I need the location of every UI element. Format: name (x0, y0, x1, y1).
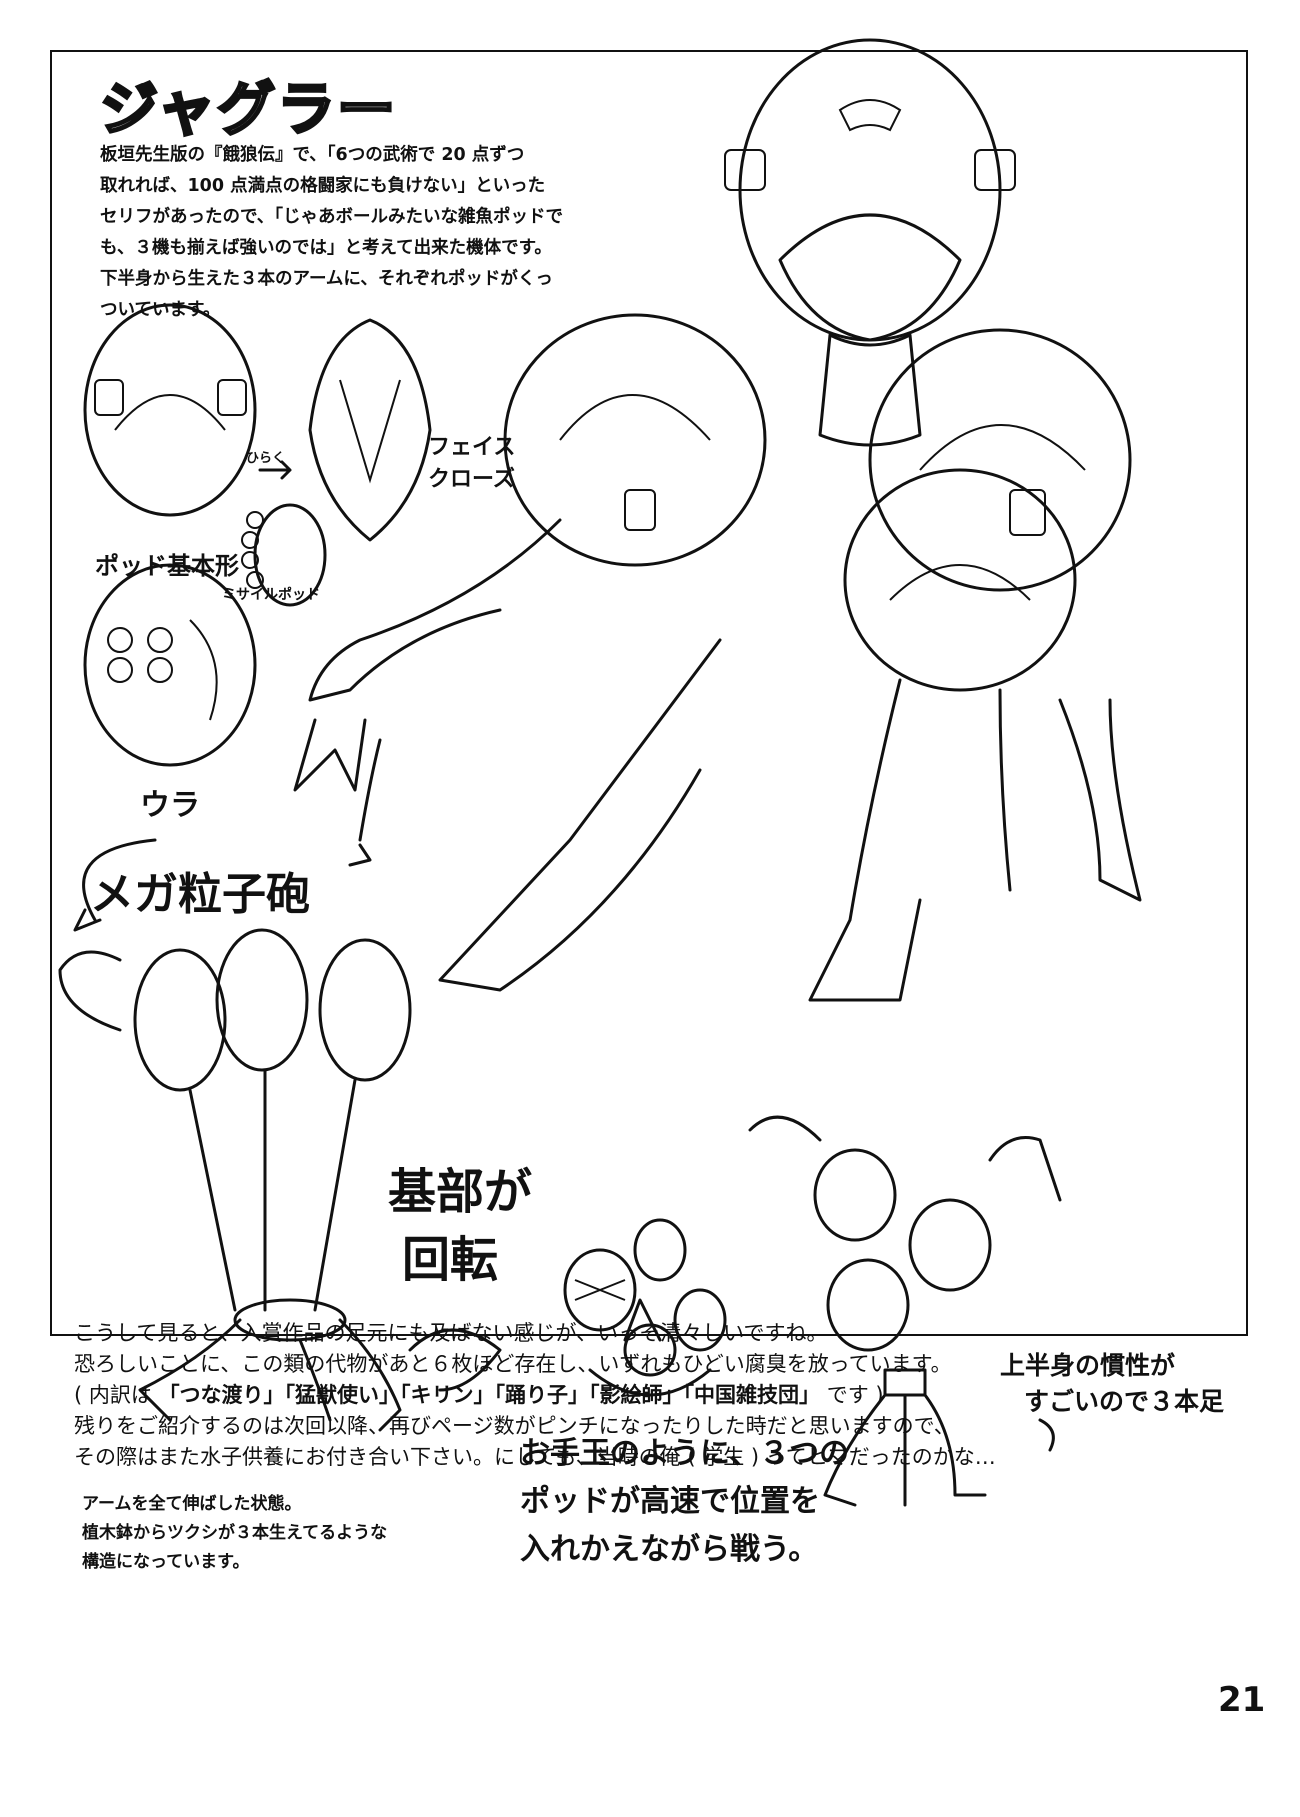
label-juggle: お手玉のように、３つの ポッドが高速で位置を 入れかえながら戦う。 (520, 1430, 849, 1574)
label-juggle-line: ポッドが高速で位置を (520, 1484, 820, 1519)
label-missile-pod: ミサイルポッド (222, 587, 320, 603)
label-inertia: 上半身の慣性が すごいので３本足 (1000, 1348, 1224, 1420)
label-juggle-line: お手玉のように、３つの (520, 1436, 850, 1471)
label-base-rotate: 基部が 回転 (388, 1158, 532, 1294)
label-face-close-line: フェイス (428, 435, 516, 460)
label-inertia-line: 上半身の慣性が (1000, 1351, 1176, 1380)
three-leg-sketch (748, 1115, 1062, 1507)
notes-breakdown-prefix: ( 内訳は (74, 1383, 152, 1407)
footer-notes: こうして見ると、入賞作品の足元にも及ばない感じが、いっそ清々しいですね。 恐ろし… (74, 1318, 996, 1473)
label-pod-basic: ポッド基本形 (95, 552, 239, 580)
arm-caption-line: 植木鉢からツクシが３本生えてるような (82, 1523, 388, 1543)
page-title: ジャグラー (98, 74, 398, 145)
label-open: ひらく (246, 451, 286, 466)
illustration-frame (50, 50, 1248, 1336)
intro-line: セリフがあったので、「じゃあボールみたいな雑魚ポッドで (100, 207, 564, 227)
extended-arms-sketch (58, 738, 502, 1432)
arm-caption: アームを全て伸ばした状態。 植木鉢からツクシが３本生えてるような 構造になってい… (82, 1490, 387, 1577)
page-number: 21 (1218, 1680, 1266, 1720)
intro-text: 板垣先生版の『餓狼伝』で、「6つの武術で 20 点ずつ 取れれば、100 点満点… (100, 140, 660, 326)
notes-line: 恐ろしいことに、この類の代物があと６枚ほど存在し、いずれもひどい腐臭を放っていま… (74, 1352, 952, 1376)
notes-breakdown-items: 「つな渡り」「猛獣使い」「キリン」「踊り子」「影絵師」「中国雑技団」 (158, 1383, 821, 1407)
label-face-close: フェイス クローズ (428, 432, 515, 496)
arm-caption-line: 構造になっています。 (82, 1552, 250, 1572)
notes-line-breakdown: ( 内訳は 「つな渡り」「猛獣使い」「キリン」「踊り子」「影絵師」「中国雑技団」… (74, 1380, 996, 1411)
label-face-close-line: クローズ (428, 467, 515, 492)
label-back: ウラ (140, 788, 200, 823)
intro-line: 取れれば、100 点満点の格闘家にも負けない」といった (100, 176, 546, 196)
intro-line: も、３機も揃えば強いのでは」と考えて出来た機体です。 (100, 238, 552, 258)
arm-caption-line: アームを全て伸ばした状態。 (82, 1494, 302, 1514)
notes-breakdown-suffix: です ) (826, 1383, 884, 1407)
label-base-rotate-line: 回転 (402, 1232, 499, 1288)
label-inertia-line: すごいので３本足 (1024, 1387, 1225, 1416)
intro-line: 下半身から生えた３本のアームに、それぞれポッドがくっ (100, 269, 553, 289)
intro-line: 板垣先生版の『餓狼伝』で、「6つの武術で 20 点ずつ (100, 145, 525, 165)
notes-line: こうして見ると、入賞作品の足元にも及ばない感じが、いっそ清々しいですね。 (74, 1321, 828, 1345)
label-base-rotate-line: 基部が (388, 1164, 533, 1220)
juggler-sketch (563, 1218, 727, 1397)
label-mega-cannon: メガ粒子砲 (90, 869, 310, 920)
intro-line: ついています。 (100, 300, 221, 320)
label-juggle-line: 入れかえながら戦う。 (520, 1532, 819, 1567)
notes-line: その際はまた水子供養にお付き合い下さい。にしても、当時の俺 ( 学生 ) ってヒ… (74, 1445, 996, 1469)
main-robot-sketch (293, 38, 1142, 1002)
notes-line: 残りをご紹介するのは次回以降、再びページ数がピンチになったりした時だと思いますの… (74, 1414, 955, 1438)
pod-sketches (83, 303, 432, 767)
